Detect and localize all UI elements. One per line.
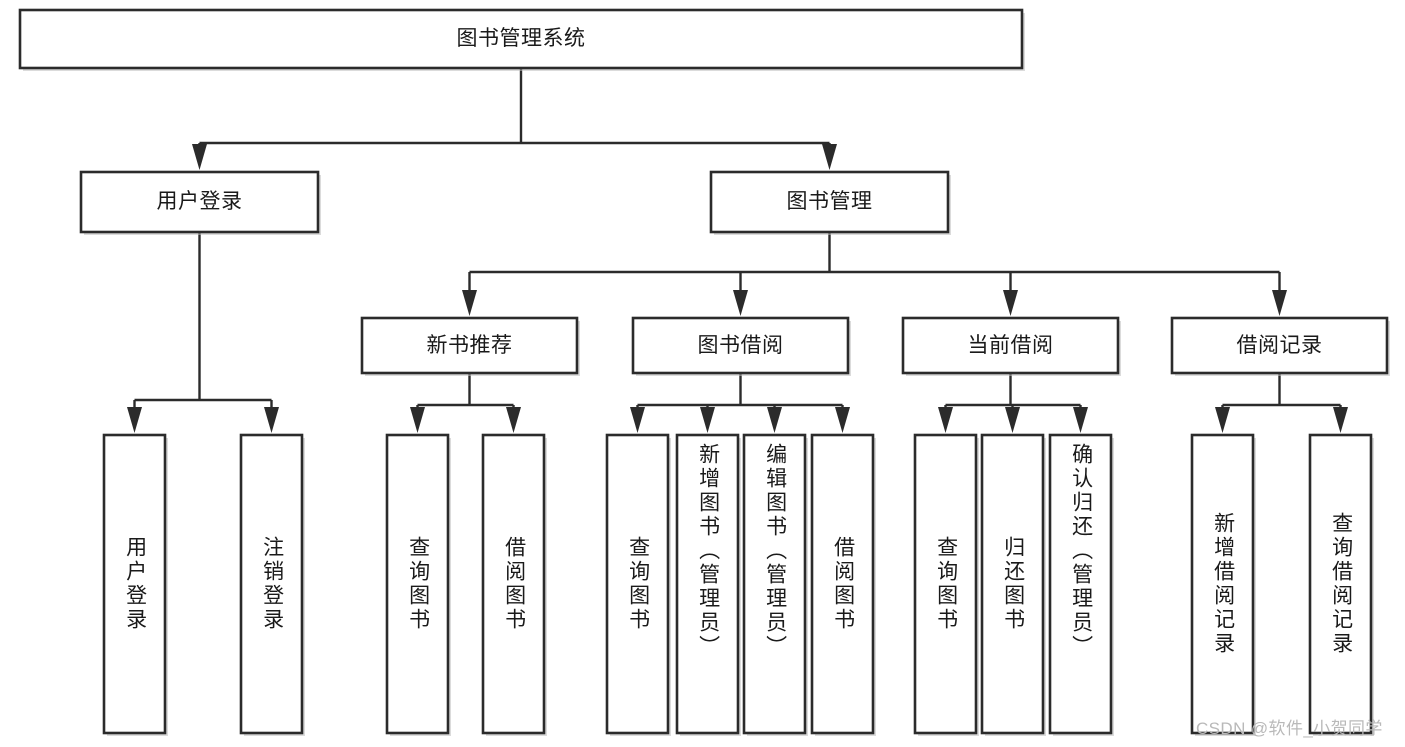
node-box-f1[interactable]	[102, 433, 167, 735]
node-box-root[interactable]	[18, 8, 1024, 70]
arrow-head-icon	[127, 407, 142, 433]
node-box-layer	[18, 8, 1390, 736]
node-box-f3[interactable]	[385, 433, 450, 735]
arrow-head-icon	[1005, 407, 1020, 433]
connector-group-s1	[410, 373, 521, 433]
arrow-head-icon	[938, 407, 953, 433]
node-box-m1[interactable]	[79, 170, 320, 234]
node-box-s3[interactable]	[901, 316, 1120, 375]
node-box-s1[interactable]	[360, 316, 579, 375]
arrow-head-icon	[506, 407, 521, 433]
arrow-head-icon	[264, 407, 279, 433]
arrow-head-icon	[767, 407, 782, 433]
arrow-head-icon	[733, 290, 748, 316]
arrow-head-icon	[1333, 407, 1348, 433]
arrow-head-icon	[1073, 407, 1088, 433]
arrow-head-icon	[835, 407, 850, 433]
connector-group-s2	[630, 373, 850, 433]
arrow-head-icon	[192, 144, 207, 170]
connector-group-m1	[127, 232, 279, 433]
connector-group-m2	[462, 232, 1287, 316]
csdn-watermark: CSDN @软件_小贺同学	[1196, 719, 1383, 738]
node-box-f12[interactable]	[1190, 433, 1255, 735]
connector-group-s4	[1215, 373, 1348, 433]
arrow-head-icon	[1272, 290, 1287, 316]
node-box-s4[interactable]	[1170, 316, 1389, 375]
node-box-f9[interactable]	[913, 433, 978, 735]
node-box-f11[interactable]	[1048, 433, 1113, 735]
arrow-head-icon	[410, 407, 425, 433]
node-box-m2[interactable]	[709, 170, 950, 234]
arrow-head-icon	[700, 407, 715, 433]
node-box-f4[interactable]	[481, 433, 546, 735]
node-box-f10[interactable]	[980, 433, 1045, 735]
arrow-head-icon	[462, 290, 477, 316]
node-box-s2[interactable]	[631, 316, 850, 375]
connector-group-s3	[938, 373, 1088, 433]
node-box-f7[interactable]	[742, 433, 807, 735]
arrow-head-icon	[630, 407, 645, 433]
arrow-head-icon	[822, 144, 837, 170]
connector-group-root	[192, 68, 837, 170]
node-box-f13[interactable]	[1308, 433, 1373, 735]
arrow-head-icon	[1003, 290, 1018, 316]
connector-layer	[127, 68, 1348, 433]
node-box-f8[interactable]	[810, 433, 875, 735]
node-box-f2[interactable]	[239, 433, 304, 735]
arrow-head-icon	[1215, 407, 1230, 433]
node-box-f6[interactable]	[675, 433, 740, 735]
node-box-f5[interactable]	[605, 433, 670, 735]
